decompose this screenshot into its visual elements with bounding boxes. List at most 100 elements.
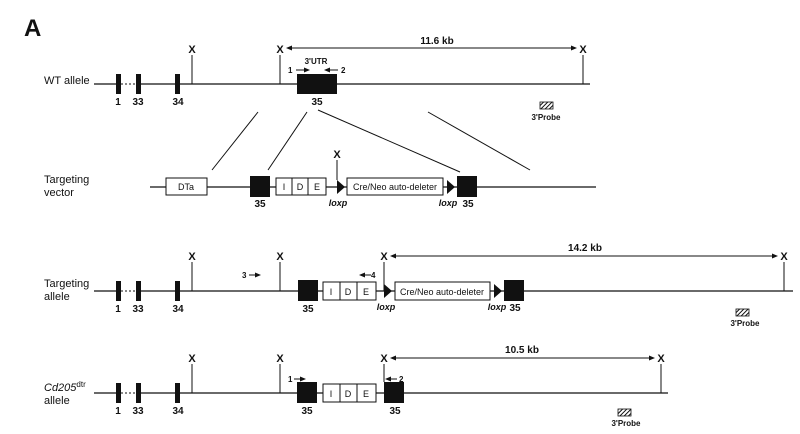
wt-primer-1-label: 1 <box>288 66 293 75</box>
cd205-probe-label: 3'Probe <box>611 419 641 428</box>
targeting-allele-label-2: allele <box>44 291 70 303</box>
cd205-site-2: X <box>276 353 284 365</box>
cd205-allele-label-1: Cd205dtr <box>44 380 86 394</box>
cd205-site-4: X <box>657 353 665 365</box>
vector-dta-label: DTa <box>178 182 194 192</box>
vector-exon-35-right-label: 35 <box>462 199 474 210</box>
targeting-probe <box>735 308 750 317</box>
vector-cassette-box <box>346 177 444 196</box>
cd205-distance-arrow-left <box>390 355 396 361</box>
cd205-gene-label: Cd205 <box>44 382 77 394</box>
targeting-exon-35-right <box>504 280 524 301</box>
panel-label: A <box>24 15 41 42</box>
targeting-primer-3-head <box>255 272 261 278</box>
homology-lines <box>211 109 531 173</box>
cd205-allele-row: Cd205dtr allele 1 33 34 X X 1 35 I D E 3… <box>44 345 668 428</box>
targeting-site-3: X <box>380 251 388 263</box>
targeting-exon-35-left-label: 35 <box>302 304 314 315</box>
wt-exon-33 <box>136 74 141 94</box>
vector-loxp-1 <box>337 180 345 194</box>
cd205-d-label: D <box>345 389 352 399</box>
wt-exon-35-label: 35 <box>311 97 323 108</box>
wt-exon-34-label: 34 <box>172 97 184 108</box>
wt-primer-2-label: 2 <box>341 66 346 75</box>
wt-distance-arrow-left <box>286 45 292 51</box>
targeting-e-box <box>356 281 377 301</box>
targeting-primer-4-head <box>359 272 365 278</box>
wt-exon-1-label: 1 <box>115 97 121 108</box>
targeting-distance-label: 14.2 kb <box>568 243 602 254</box>
targeting-d-label: D <box>345 287 352 297</box>
vector-dta-box <box>165 177 208 196</box>
targeting-e-label: E <box>363 287 369 297</box>
cd205-exon-34-label: 34 <box>172 406 184 417</box>
cd205-exon-33-label: 33 <box>132 406 144 417</box>
wt-exon-34 <box>175 74 180 94</box>
wt-distance-arrow-right <box>571 45 577 51</box>
cd205-exon-1 <box>116 383 121 403</box>
wt-site-3: X <box>579 44 587 56</box>
cd205-primer-1-head <box>300 376 306 382</box>
targeting-i-label: I <box>330 287 333 297</box>
homology-line-far <box>427 111 531 171</box>
targeting-loxp-2-label: loxp <box>488 302 507 312</box>
homology-line-mid <box>267 111 308 171</box>
targeting-exon-33-label: 33 <box>132 304 144 315</box>
cd205-primer-2-label: 2 <box>399 375 404 384</box>
targeting-loxp-1-label: loxp <box>377 302 396 312</box>
vector-exon-35-left-label: 35 <box>254 199 266 210</box>
targeting-loxp-2 <box>494 284 502 298</box>
targeting-primer-4-label: 4 <box>371 271 376 280</box>
cd205-primer-2-head <box>385 376 391 382</box>
wt-exon-35 <box>297 74 337 94</box>
wt-probe <box>539 101 554 110</box>
cd205-primer-1-label: 1 <box>288 375 293 384</box>
vector-label-1: Targeting <box>44 174 89 186</box>
vector-cassette-label: Cre/Neo auto-deleter <box>353 182 437 192</box>
vector-e-box <box>307 177 327 196</box>
targeting-exon-34-label: 34 <box>172 304 184 315</box>
wt-distance-label: 11.6 kb <box>420 36 453 47</box>
cd205-exon-33 <box>136 383 141 403</box>
homology-line-left <box>211 111 259 171</box>
homology-line-right <box>317 109 461 173</box>
vector-d-label: D <box>297 182 304 192</box>
wt-site-1: X <box>188 44 196 56</box>
wt-site-2: X <box>276 44 284 56</box>
vector-e-label: E <box>314 182 320 192</box>
vector-loxp-2-label: loxp <box>439 198 458 208</box>
wt-allele-label: WT allele <box>44 75 90 87</box>
targeting-cassette-box <box>394 281 491 301</box>
cd205-exon-35-right <box>384 382 404 403</box>
targeting-distance-arrow-left <box>390 253 396 259</box>
cd205-e-label: E <box>363 389 369 399</box>
vector-label-2: vector <box>44 187 74 199</box>
targeting-primer-3-label: 3 <box>242 271 247 280</box>
wt-primer-2-head <box>324 67 330 73</box>
targeting-site-2: X <box>276 251 284 263</box>
cd205-probe <box>617 408 632 417</box>
wt-primer-1-head <box>304 67 310 73</box>
targeting-site-1: X <box>188 251 196 263</box>
targeting-exon-34 <box>175 281 180 301</box>
vector-i-label: I <box>283 182 286 192</box>
cd205-superscript: dtr <box>76 380 86 389</box>
targeting-site-4: X <box>780 251 788 263</box>
cd205-exon-35-right-label: 35 <box>389 406 401 417</box>
vector-site: X <box>333 149 341 161</box>
targeting-exon-1 <box>116 281 121 301</box>
cd205-i-label: I <box>330 389 333 399</box>
cd205-exon-34 <box>175 383 180 403</box>
cd205-e-box <box>356 383 377 403</box>
targeting-exon-35-left <box>298 280 318 301</box>
targeting-loxp-1 <box>384 284 392 298</box>
cd205-site-1: X <box>188 353 196 365</box>
targeting-exon-1-label: 1 <box>115 304 121 315</box>
targeting-cassette-label: Cre/Neo auto-deleter <box>400 287 484 297</box>
targeting-probe-label: 3'Probe <box>730 319 760 328</box>
vector-loxp-1-label: loxp <box>329 198 348 208</box>
targeting-exon-35-right-label: 35 <box>509 303 521 314</box>
targeting-allele-row: Targeting allele 1 33 34 X X 3 35 I D E … <box>44 243 793 328</box>
wt-allele-row: WT allele 1 33 34 35 3'UTR 1 2 X X X 11.… <box>44 36 590 122</box>
